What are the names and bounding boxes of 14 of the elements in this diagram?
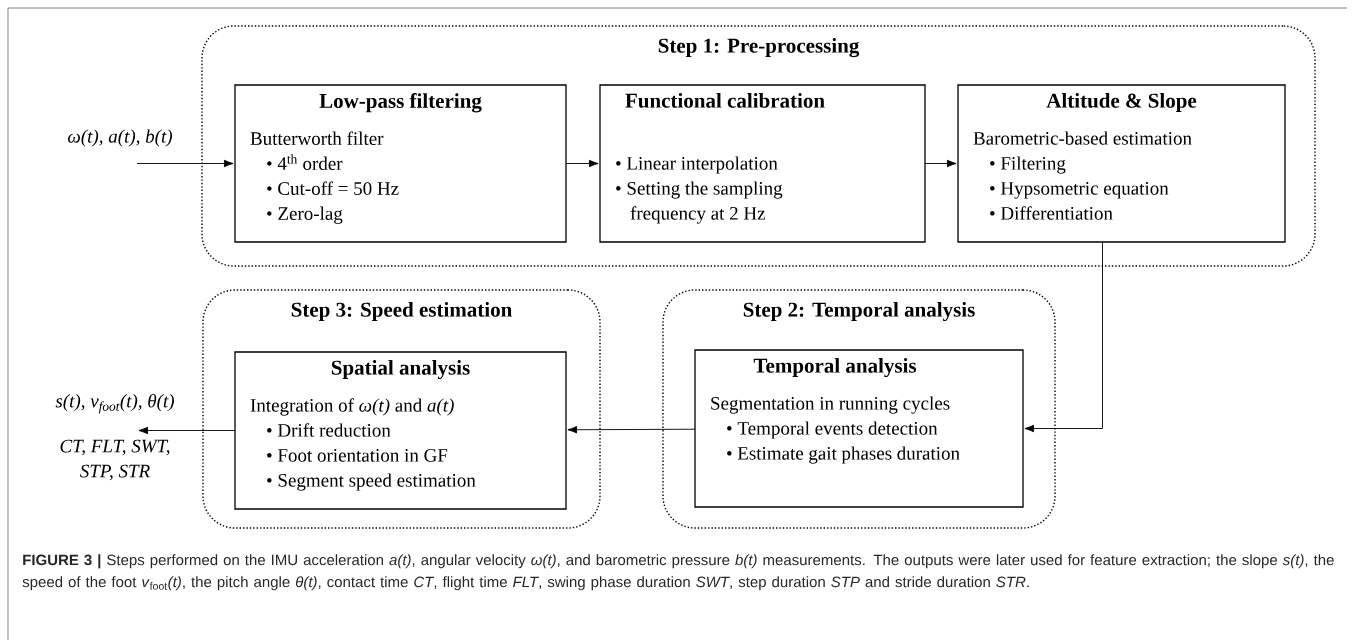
arrow [136, 159, 234, 168]
process-box: Low-pass filtering Butterworth filter • 4$^{th}$ order • Cut-off = 50 Hz • Zero-lag [234, 84, 567, 243]
arrow [1024, 241, 1103, 433]
process-box: Functional calibration • Linear interpolation • Setting the sampling frequency at 2 Hz [599, 84, 926, 243]
arrow [567, 426, 696, 434]
output-variables: s(t), v$_{foot}$(t), θ(t) CT, FLT, SWT, STP, STR [55, 394, 174, 481]
process-box: Temporal analysis Segmentation in running cycles • Temporal events detection • Estimate gait phases duration [694, 349, 1024, 508]
input-signals: ω(t), a(t), b(t) [68, 129, 173, 147]
process-box: Altitude & Slope Barometric-based estimation • Filtering • Hypsometric equation • Differentiation [957, 84, 1286, 243]
arrow [565, 159, 599, 168]
arrow [138, 426, 236, 435]
arrow [924, 159, 957, 168]
process-box: Spatial analysis Integration of ω(t) and a(t) • Drift reduction • Foot orientation in GF • Segment speed estimation [234, 351, 567, 510]
figure-caption: FIGURE 3 | Steps performed on the IMU acceleration a(t), angular velocity ω(t), and barometric pressure b(t) measurements. The outputs were later used for feature extraction; the slope s(t), the speed of the foot v$_{foot}$(t), the pitch angle θ(t), contact time CT, flight time FLT, swing phase duration SWT, step duration STP and stride duration STR. [22, 554, 1334, 591]
